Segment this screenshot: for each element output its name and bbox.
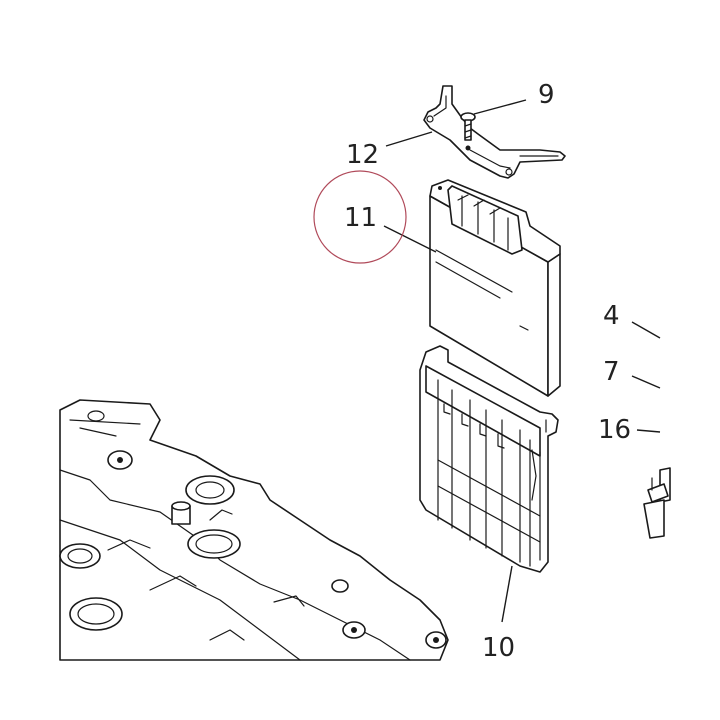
ecu-module-part-11[interactable] xyxy=(429,179,561,397)
holder-part-10[interactable] xyxy=(419,345,559,573)
callout-12[interactable]: 12 xyxy=(346,140,379,170)
callout-11[interactable]: 11 xyxy=(344,203,377,233)
callout-16[interactable]: 16 xyxy=(598,415,631,445)
screw-part-9[interactable] xyxy=(460,112,476,151)
right-edge-parts xyxy=(643,467,671,539)
callout-7[interactable]: 7 xyxy=(603,357,620,387)
callout-4[interactable]: 4 xyxy=(603,301,620,331)
leader-lines xyxy=(383,99,661,623)
engine-assembly xyxy=(59,399,449,661)
callout-10[interactable]: 10 xyxy=(482,633,515,663)
highlight-circle xyxy=(313,170,407,264)
callout-9[interactable]: 9 xyxy=(538,80,555,110)
